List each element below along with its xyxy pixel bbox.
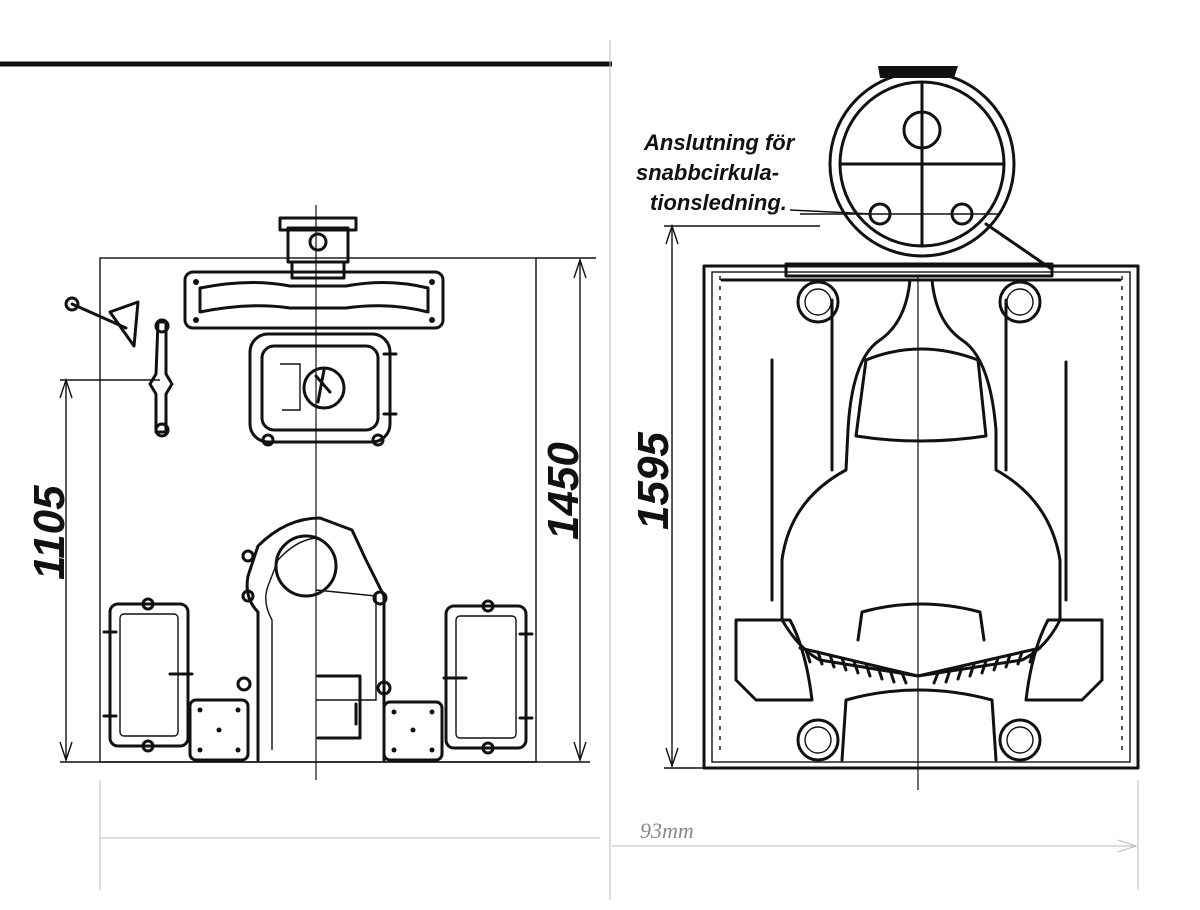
right-section-view: 1595 Anslutning för snabbcirkula- tionsl…: [612, 66, 1140, 890]
upper-inspection-door: [248, 332, 398, 447]
dimension-1595-label: 1595: [629, 432, 678, 530]
note-line-1: Anslutning för: [643, 130, 796, 155]
dimension-1450: [536, 257, 596, 763]
note-line-3: tionsledning.: [650, 190, 787, 215]
steam-outlet-flange: [278, 216, 358, 280]
scale-note: 93mm: [640, 818, 694, 843]
header-top-left: [796, 280, 840, 324]
grate-left: [798, 646, 920, 685]
right-ash-door: [442, 599, 534, 755]
cleaning-hatch-right: [382, 700, 444, 762]
grate-right: [916, 646, 1042, 685]
header-bottom-left: [796, 718, 840, 762]
ashpit-right: [1024, 618, 1104, 702]
ashpit-left: [734, 618, 814, 702]
damper-lever: [64, 296, 174, 438]
ashpit-center: [840, 688, 998, 762]
firebox-casting: [236, 516, 392, 762]
boiler-shell-right: [702, 262, 1140, 770]
dimension-1450-label: 1450: [539, 442, 588, 540]
top-header-pipe: [183, 270, 445, 330]
header-bottom-right: [998, 718, 1042, 762]
dimension-1105-label: 1105: [25, 485, 74, 580]
cleaning-hatch-left: [188, 698, 250, 762]
dimension-1595: [664, 223, 820, 769]
left-front-elevation: 1450 1105: [25, 205, 600, 890]
top-drum: [800, 66, 1052, 270]
left-ash-door: [102, 597, 194, 753]
dimension-1105: [59, 377, 160, 763]
combustion-chamber: [780, 276, 1062, 790]
header-top-right: [998, 280, 1042, 324]
note-leader: [789, 209, 873, 215]
note-line-2: snabbcirkula-: [636, 160, 779, 185]
